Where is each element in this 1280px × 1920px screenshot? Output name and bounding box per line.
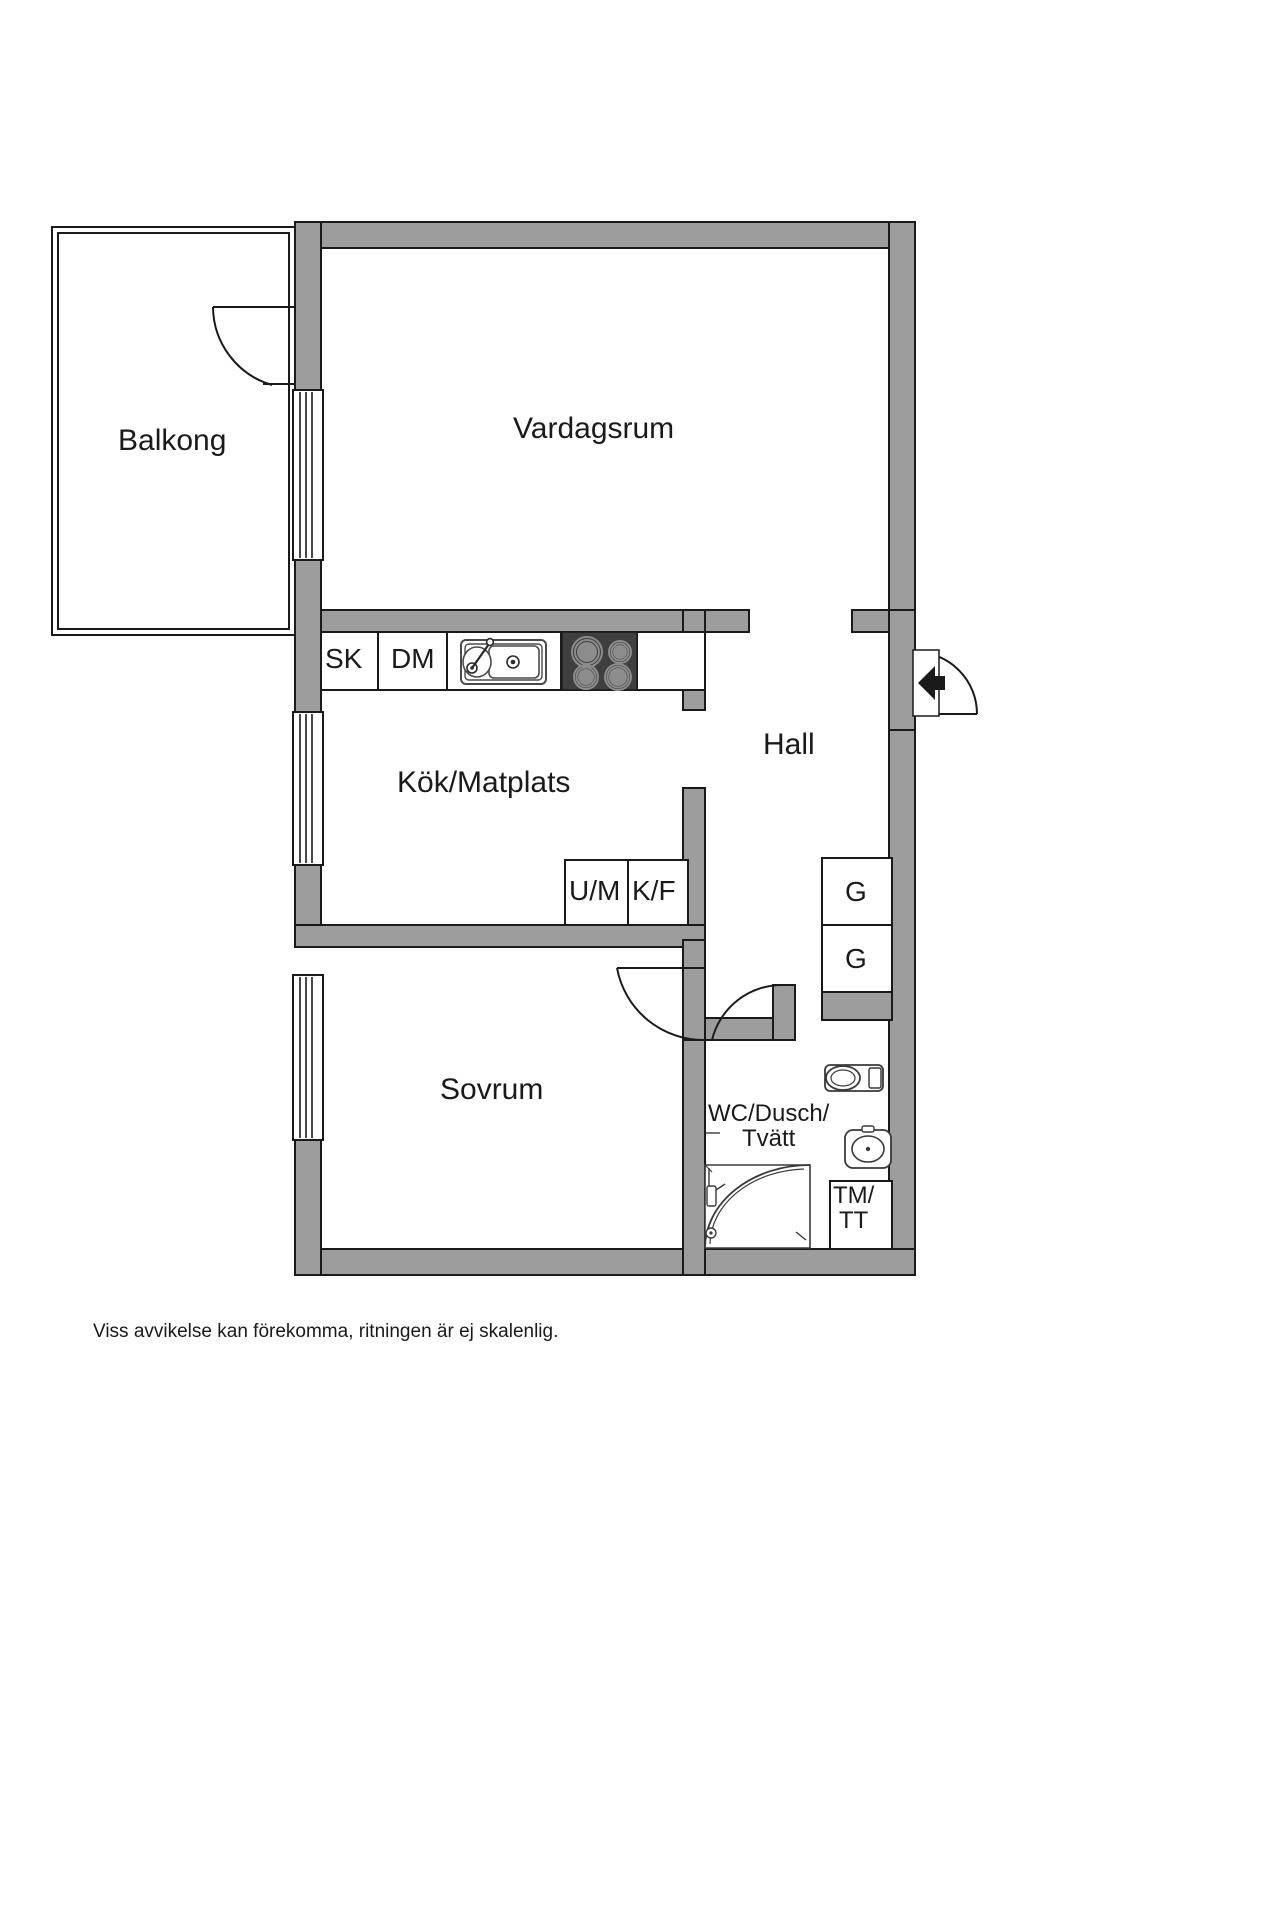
entrance-door-swing xyxy=(912,649,978,717)
tmtt-box xyxy=(829,1180,893,1250)
appliance-label-dm: DM xyxy=(391,643,435,674)
wc-label-line2: Tvätt xyxy=(742,1125,796,1153)
tmtt-label-line1: TM/ xyxy=(833,1182,875,1209)
appliance-label-um: U/M xyxy=(569,875,621,906)
room-label-wc-dusch-tvatt: WC/Dusch/ Tvätt xyxy=(708,1100,830,1153)
toilet-icon xyxy=(824,1064,884,1092)
exterior-walls xyxy=(294,221,916,1276)
room-label-hall: Hall xyxy=(763,728,815,761)
stove-icon xyxy=(561,631,638,691)
disclaimer-caption: Viss avvikelse kan förekomma, ritningen … xyxy=(93,1321,559,1342)
room-label-balkong: Balkong xyxy=(118,424,227,457)
appliance-label-g1: G xyxy=(845,876,867,907)
window-kok xyxy=(292,711,324,866)
room-label-kok-matplats: Kök/Matplats xyxy=(397,766,571,799)
appliance-label-tmtt: TM/ TT xyxy=(833,1182,875,1235)
bathroom-door-swing xyxy=(711,983,785,1041)
garderob-boxes xyxy=(821,857,893,993)
sovrum-door-swing xyxy=(616,967,706,1042)
room-label-sovrum: Sovrum xyxy=(440,1073,544,1106)
room-label-vardagsrum: Vardagsrum xyxy=(513,412,675,445)
window-sovrum xyxy=(292,974,324,1141)
window-vardagsrum xyxy=(292,389,324,561)
shower-icon xyxy=(704,1164,811,1249)
bathroom-pipe-icon xyxy=(706,1132,720,1186)
balcony-door-swing xyxy=(212,306,295,386)
um-kf-cabinets xyxy=(564,859,689,926)
appliance-label-sk: SK xyxy=(325,643,363,674)
sink-icon xyxy=(460,637,547,685)
wc-label-line1: WC/Dusch/ xyxy=(708,1100,830,1127)
balkong-outline xyxy=(51,226,296,636)
washbasin-icon xyxy=(844,1125,892,1169)
appliance-label-kf: K/F xyxy=(632,875,676,906)
appliance-label-g2: G xyxy=(845,943,867,974)
tmtt-label-line2: TT xyxy=(839,1207,869,1235)
